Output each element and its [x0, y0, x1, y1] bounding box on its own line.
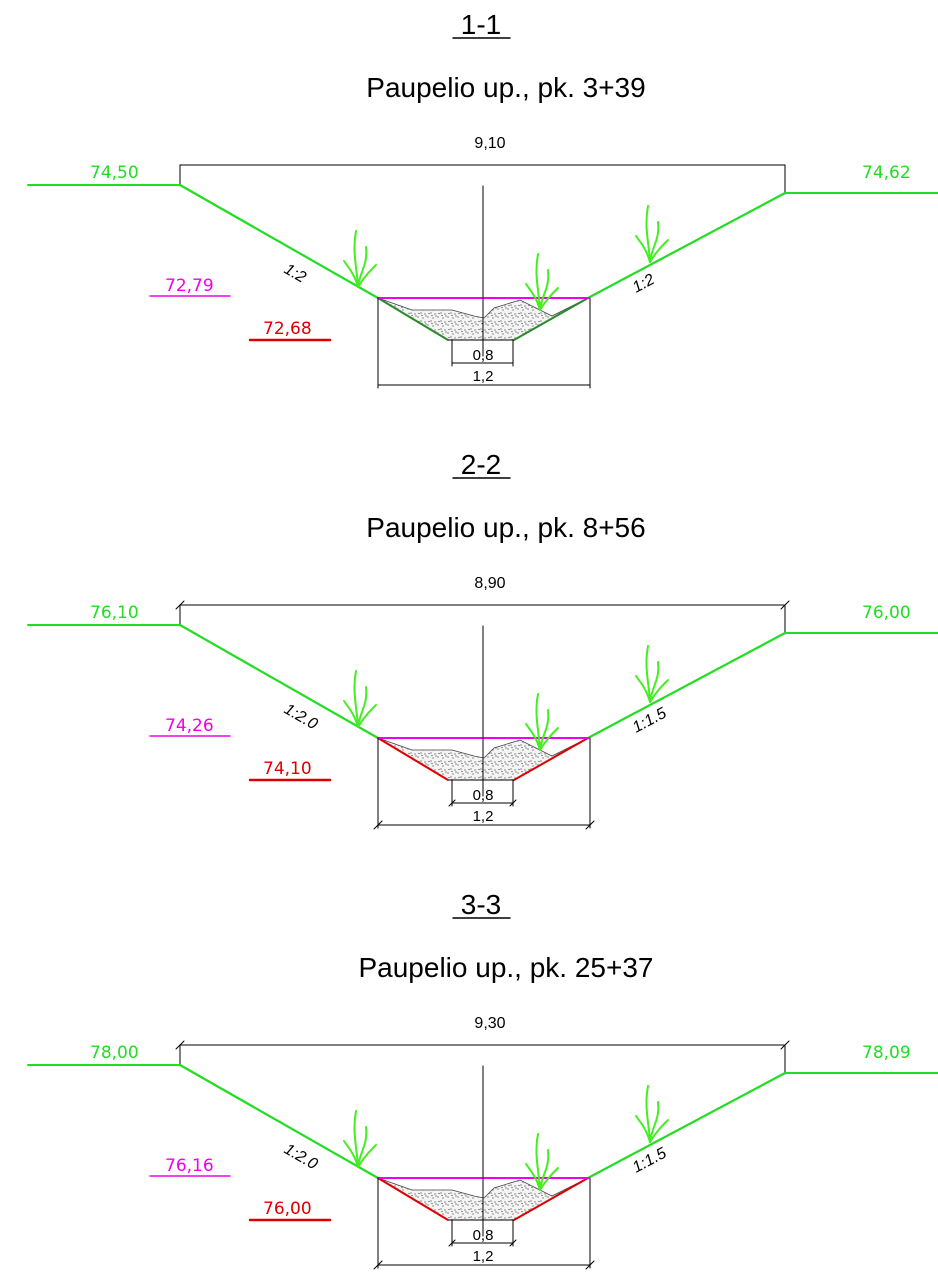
bottom-width-label: 0,8 — [473, 1227, 494, 1244]
grass-icon — [635, 1085, 669, 1143]
bottom-level-label: 74,10 — [263, 759, 312, 779]
lower-width-label: 1,2 — [473, 1248, 494, 1265]
tick-right — [780, 1040, 790, 1050]
right-ground-level: 76,00 — [862, 603, 911, 623]
tick-left — [175, 1040, 185, 1050]
tick — [448, 799, 456, 807]
right-ground-level: 78,09 — [862, 1043, 911, 1063]
tick-right — [780, 600, 790, 610]
bottom-level-label: 76,00 — [263, 1199, 312, 1219]
tick — [373, 820, 383, 830]
right-slope-label: 1:1.5 — [630, 705, 669, 737]
bottom-right-line — [513, 1177, 589, 1221]
bottom-right-line — [513, 737, 589, 781]
tick — [448, 1239, 456, 1247]
bottom-width-label: 0,8 — [473, 347, 494, 364]
section-id: 1-1 — [461, 9, 501, 40]
right-slope-line — [586, 1071, 787, 1180]
left-slope-label: 1:2 — [281, 261, 309, 287]
bottom-right-line — [513, 297, 589, 341]
water-level-label: 76,16 — [165, 1156, 214, 1176]
right-slope-line — [586, 631, 787, 740]
grass-icon — [343, 670, 377, 728]
grass-icon — [525, 1133, 559, 1191]
grass-icon — [343, 230, 377, 288]
left-slope-label: 1:2.0 — [281, 1141, 320, 1174]
tick — [585, 820, 595, 830]
lower-width-label: 1,2 — [473, 368, 494, 385]
grass-icon — [635, 205, 669, 263]
grass-icon — [525, 693, 559, 751]
top-width-label: 8,90 — [474, 575, 505, 592]
bottom-left-line — [377, 737, 449, 781]
water-level-label: 74,26 — [165, 716, 214, 736]
right-slope-label: 1:2 — [630, 271, 658, 296]
tick — [373, 1260, 383, 1270]
section-subtitle: Paupelio up., pk. 25+37 — [358, 952, 653, 983]
section-subtitle: Paupelio up., pk. 8+56 — [366, 512, 645, 543]
top-width-label: 9,30 — [474, 1015, 505, 1032]
tick — [509, 1239, 517, 1247]
right-slope-label: 1:1.5 — [630, 1145, 669, 1177]
grass-icon — [343, 1110, 377, 1168]
tick — [585, 1260, 595, 1270]
left-slope-label: 1:2.0 — [281, 701, 320, 734]
top-width-label: 9,10 — [474, 135, 505, 152]
bottom-width-label: 0,8 — [473, 787, 494, 804]
lower-width-label: 1,2 — [473, 808, 494, 825]
left-slope-line — [178, 183, 380, 300]
tick — [509, 799, 517, 807]
right-slope-line — [586, 191, 787, 300]
bottom-left-line — [377, 297, 449, 341]
section-subtitle: Paupelio up., pk. 3+39 — [366, 72, 645, 103]
grass-icon — [635, 645, 669, 703]
section-id: 2-2 — [461, 449, 501, 480]
left-slope-line — [178, 1063, 380, 1180]
right-ground-level: 74,62 — [862, 163, 911, 183]
grass-icon — [525, 253, 559, 311]
bottom-level-label: 72,68 — [263, 319, 312, 339]
bottom-left-line — [377, 1177, 449, 1221]
left-ground-level: 76,10 — [90, 603, 139, 623]
section-id: 3-3 — [461, 889, 501, 920]
left-ground-level: 74,50 — [90, 163, 139, 183]
tick-left — [175, 600, 185, 610]
water-level-label: 72,79 — [165, 276, 214, 296]
left-ground-level: 78,00 — [90, 1043, 139, 1063]
left-slope-line — [178, 623, 380, 740]
